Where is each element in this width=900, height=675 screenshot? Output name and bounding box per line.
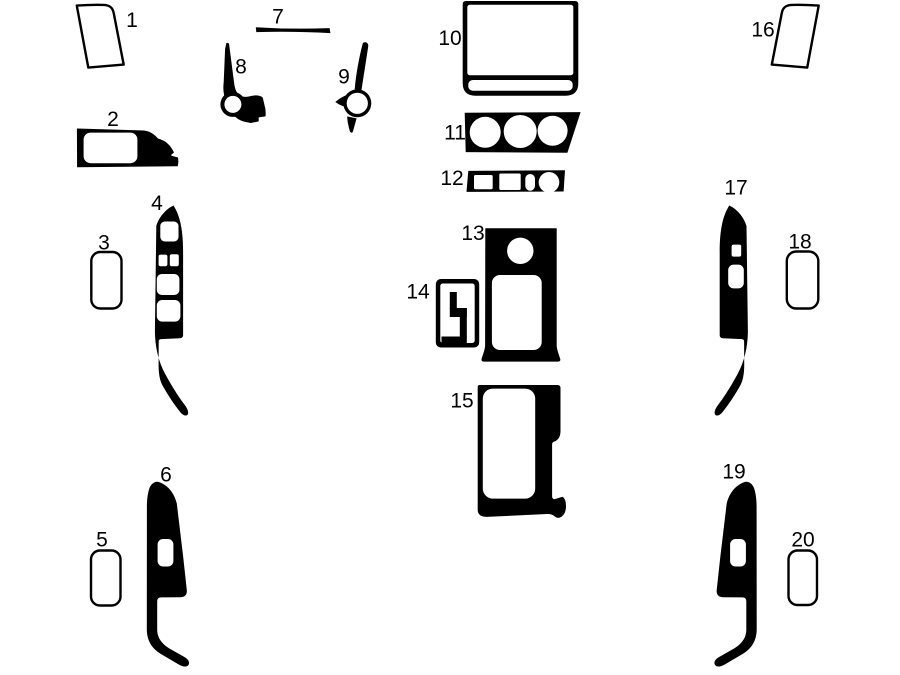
piece-3-shape	[90, 250, 123, 310]
piece-3: 3	[90, 232, 123, 310]
piece-12: 12	[440, 167, 565, 193]
piece-4: 4	[151, 192, 189, 416]
piece-18-shape	[785, 250, 820, 310]
piece-4-cutout	[160, 221, 179, 242]
piece-6-label: 6	[160, 464, 172, 487]
piece-14-gate-stem	[449, 292, 457, 309]
piece-11: 11	[444, 112, 581, 153]
piece-16-label: 16	[751, 19, 774, 42]
piece-17: 17	[714, 177, 748, 416]
piece-16-shape	[770, 3, 820, 69]
piece-20: 20	[787, 529, 819, 607]
piece-15: 15	[450, 385, 566, 518]
piece-12-label: 12	[440, 167, 463, 190]
piece-11-dial-cutout	[503, 115, 537, 148]
piece-8: 8	[220, 42, 266, 123]
piece-7: 7	[255, 6, 331, 34]
piece-17-label: 17	[724, 177, 747, 200]
piece-14-gate-mid	[449, 308, 467, 317]
piece-10: 10	[438, 1, 579, 96]
piece-9-label: 9	[338, 66, 350, 89]
piece-17-cutout	[731, 244, 742, 257]
piece-15-cutout	[482, 388, 536, 499]
piece-5: 5	[89, 529, 122, 607]
piece-19-label: 19	[722, 461, 745, 484]
piece-19: 19	[714, 461, 757, 667]
piece-1-shape	[75, 3, 125, 69]
piece-15-label: 15	[450, 390, 473, 413]
piece-7-label: 7	[272, 6, 284, 29]
piece-14-label: 14	[406, 281, 430, 304]
piece-8-label: 8	[235, 56, 247, 79]
piece-6: 6	[146, 464, 190, 667]
piece-5-shape	[89, 549, 122, 607]
piece-6-cutout	[157, 539, 174, 567]
piece-9: 9	[335, 42, 372, 133]
piece-1-label: 1	[126, 9, 138, 32]
piece-12-cutout	[525, 174, 535, 191]
piece-17-cutout	[728, 264, 744, 289]
piece-4-cutout	[156, 274, 180, 295]
piece-9-bottom-wing	[347, 116, 357, 133]
piece-6-shape	[146, 481, 190, 667]
piece-3-label: 3	[98, 232, 110, 255]
piece-2: 2	[76, 108, 179, 168]
piece-12-cutout	[538, 172, 560, 193]
piece-13-cutout	[491, 275, 542, 350]
piece-11-dial-cutout	[537, 115, 568, 146]
piece-12-cutout	[474, 175, 493, 190]
piece-4-cutout	[169, 254, 179, 267]
piece-11-dial-cutout	[469, 116, 501, 148]
piece-16: 16	[751, 3, 820, 69]
piece-10-slot-cutout	[468, 80, 573, 91]
piece-20-label: 20	[791, 529, 814, 552]
piece-2-label: 2	[107, 108, 119, 131]
piece-4-cutout	[158, 254, 168, 267]
piece-20-shape	[787, 549, 819, 607]
piece-13: 13	[461, 222, 561, 362]
piece-12-cutout	[499, 173, 521, 190]
piece-7-shape	[255, 27, 331, 34]
piece-10-screen-cutout	[467, 4, 574, 76]
piece-5-label: 5	[96, 529, 108, 552]
piece-17-shape	[714, 205, 748, 416]
piece-8-ring-hole	[224, 95, 242, 113]
piece-4-label: 4	[151, 192, 163, 215]
piece-14-gate-bottom	[441, 336, 467, 345]
piece-10-label: 10	[438, 27, 461, 50]
piece-18-label: 18	[788, 231, 811, 254]
piece-2-cutout	[83, 132, 138, 164]
piece-19-shape	[714, 481, 757, 667]
piece-18: 18	[785, 231, 820, 310]
piece-13-label: 13	[461, 222, 484, 245]
piece-9-stem	[354, 42, 369, 91]
piece-1: 1	[75, 3, 138, 69]
piece-13-dial-cutout	[507, 237, 534, 264]
piece-14-gate-vertical	[459, 308, 467, 338]
piece-4-cutout	[156, 300, 181, 322]
piece-9-ring-hole	[346, 92, 368, 114]
piece-11-label: 11	[444, 122, 466, 145]
piece-14: 14	[406, 279, 480, 348]
